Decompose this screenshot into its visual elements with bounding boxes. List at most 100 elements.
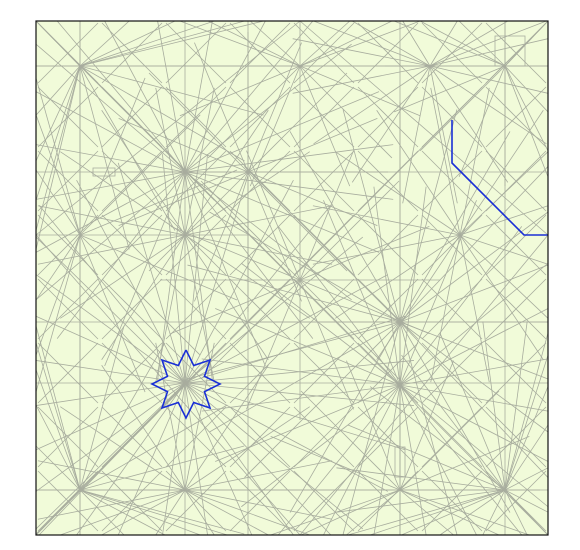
crease-line: [399, 384, 549, 412]
crease-line: [184, 489, 269, 536]
crease-line: [37, 406, 99, 468]
crease-line: [184, 171, 213, 381]
crease-line: [79, 20, 245, 67]
crease-line: [101, 214, 163, 276]
crease-line: [299, 279, 430, 334]
crease-line: [352, 20, 431, 67]
crease-line: [101, 86, 163, 148]
crease-line: [293, 86, 355, 148]
crease-line: [79, 342, 166, 491]
crease-line: [270, 436, 401, 491]
crease-line: [35, 169, 81, 236]
crease-line: [209, 321, 401, 433]
crease-line: [101, 22, 163, 84]
crease-detail-rect: [394, 446, 406, 478]
crease-line: [101, 110, 186, 236]
crease-line: [504, 355, 549, 491]
crease-line: [299, 20, 351, 67]
crease-line: [421, 470, 483, 532]
crease-line: [429, 20, 508, 67]
crease-line: [399, 226, 523, 386]
crease-line: [336, 489, 506, 513]
crease-line: [421, 278, 483, 340]
crease-line: [504, 489, 549, 513]
crease-line: [201, 358, 401, 386]
crease-line: [346, 360, 401, 491]
crease-line: [184, 489, 310, 536]
crease-line: [293, 22, 355, 84]
crease-line: [184, 489, 215, 536]
crease-line: [421, 342, 483, 404]
crease-line: [165, 278, 227, 340]
crease-line: [184, 20, 266, 173]
crease-line: [35, 382, 186, 530]
crease-line: [35, 236, 186, 384]
crease-lines: [35, 20, 549, 536]
crease-line: [357, 214, 419, 276]
crease-line: [399, 308, 549, 386]
crease-line: [459, 205, 549, 236]
crease-line: [184, 342, 215, 491]
crease-line: [429, 65, 547, 145]
crease-line: [207, 65, 301, 159]
crease-line: [429, 20, 458, 67]
crease-line: [482, 321, 506, 491]
crease-line: [247, 72, 348, 173]
crease-line: [312, 234, 461, 265]
crease-line: [37, 489, 186, 520]
crease-line: [35, 43, 186, 173]
crease-line: [313, 65, 431, 145]
crease-line: [247, 42, 302, 173]
crease-line: [299, 65, 393, 159]
crease-line: [430, 87, 461, 236]
crease-line: [429, 38, 549, 67]
crease-line: [37, 86, 99, 148]
crease-line: [157, 171, 186, 381]
crease-line: [421, 22, 483, 84]
crease-line: [165, 150, 227, 212]
crease-line: [215, 308, 401, 386]
crease-line: [393, 65, 506, 113]
crease-line: [293, 150, 355, 212]
crease-line: [357, 342, 419, 404]
crease-line: [101, 406, 163, 468]
crease-line: [277, 384, 401, 536]
crease-line: [79, 20, 264, 67]
crease-line: [155, 342, 186, 491]
crease-line: [293, 470, 355, 532]
crease-line: [162, 154, 186, 384]
crease-line: [35, 171, 186, 301]
crease-line: [504, 65, 549, 113]
crease-line: [299, 279, 400, 380]
crease-line: [35, 114, 81, 236]
crease-line: [38, 204, 186, 384]
crease-line: [313, 20, 431, 67]
crease-line: [35, 325, 81, 491]
crease-line: [485, 278, 547, 340]
crease-line: [399, 321, 511, 513]
crease-line: [399, 489, 500, 536]
crease-line: [229, 150, 291, 212]
crease-line: [35, 489, 81, 535]
crease-line: [148, 171, 249, 272]
crease-line: [312, 205, 461, 236]
crease-line: [35, 369, 81, 491]
crease-line: [370, 489, 506, 536]
crease-line: [485, 470, 547, 532]
crease-line: [35, 234, 81, 393]
crease-line: [79, 114, 201, 236]
highlighted-folds: [150, 120, 548, 420]
crease-line: [229, 470, 291, 532]
crease-line: [201, 384, 401, 412]
crease-line: [56, 20, 186, 173]
crease-line: [429, 20, 547, 67]
crease-line: [369, 386, 506, 491]
crease-line: [357, 406, 419, 468]
crease-line: [37, 278, 99, 340]
crease-line: [184, 171, 380, 253]
crease-line: [79, 20, 130, 67]
crease-line: [399, 384, 477, 536]
crease-detail-rect: [92, 167, 116, 177]
crease-line: [184, 406, 310, 491]
crease-line: [402, 20, 431, 67]
